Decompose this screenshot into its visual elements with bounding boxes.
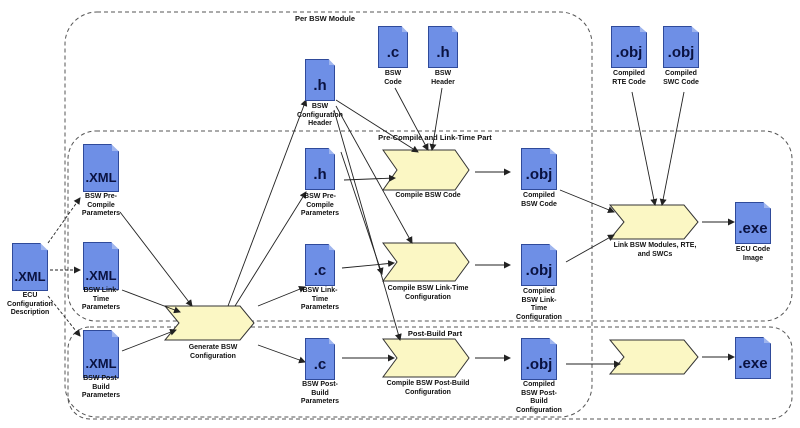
region-label-postbuild: Post-Build Part [407,329,463,338]
region-precompile-linktime [67,130,793,322]
arrow-generate-to-config-header [227,99,308,307]
generate-bsw-configuration-label: Generate BSW Configuration [188,344,238,360]
arrow-configheader-to-compile [335,99,419,153]
process-compile-bsw-postbuild [382,338,470,378]
arrow-bswheader-to-compile [429,87,443,151]
compiled-bsw-label: Compiled BSW Code [521,192,557,208]
compiled-swc-label: Compiled SWC Code [663,70,699,86]
process-postbuild-step [608,339,699,375]
arrow-precompileh-to-linktime [340,151,384,275]
region-label-per-bsw-module: Per BSW Module [294,14,355,23]
process-link-bsw-modules [608,204,699,240]
bsw-postbuild-c-label: BSW Post- Build Parameters [300,381,340,405]
bsw-configuration-header-h-icon: .h [305,59,335,101]
compiled-rte-obj-icon: .obj [611,26,647,68]
bsw-code-label: BSW Code [384,70,402,86]
region-per-bsw-module [64,11,593,418]
arrow-generate-to-precompile-h [234,191,307,307]
process-compile-bsw-code [382,149,470,191]
arrow-compiledbsw-to-link [559,189,615,213]
arrow-bswcode-to-compile [394,87,429,151]
compiled-rte-label: Compiled RTE Code [612,70,646,86]
postbuild-exe-icon: .exe [735,337,771,379]
arrow-linktimec-to-compile [341,260,395,269]
ecu-configuration-label: ECU Configuration Description [7,292,53,316]
bsw-header-label: BSW Header [431,70,455,86]
bsw-precompile-h-label: BSW Pre- Compile Parameters [300,193,340,217]
bsw-header-h-icon: .h [428,26,458,68]
bsw-postbuild-c-icon: .c [305,338,335,380]
ecu-code-image-exe-icon: .exe [735,202,771,244]
process-generate-bsw-configuration [163,305,255,341]
region-label-precompile-linktime: Pre-Compile and Link-Time Part [378,133,492,142]
bsw-linktime-c-label: BSW Link- Time Parameters [300,287,340,311]
compile-bsw-postbuild-label: Compile BSW Post-Build Configuration [386,380,470,396]
bsw-code-c-icon: .c [378,26,408,68]
bsw-linktime-parameters-xml-icon: .XML [83,242,119,290]
compiled-bsw-linktime-label: Compiled BSW Link- Time Configuration [516,288,562,321]
compiled-swc-obj-icon: .obj [663,26,699,68]
bsw-postbuild-parameters-label: BSW Post- Build Parameters [81,375,121,399]
arrow-swc-to-link [659,91,685,206]
compiled-bsw-postbuild-obj-icon: .obj [521,338,557,380]
arrow-linktime-to-generate [121,289,181,314]
link-bsw-modules-label: Link BSW Modules, RTE, and SWCs [613,242,697,258]
ecu-configuration-xml-icon: .XML [12,243,48,291]
region-postbuild [67,326,793,420]
bsw-linktime-parameters-label: BSW Link- Time Parameters [81,287,121,311]
arrow-rte-to-link [631,91,658,206]
arrow-compiledlinktime-to-link [565,234,615,263]
bsw-postbuild-parameters-xml-icon: .XML [83,330,119,378]
arrow-precompileh-to-compile [343,174,396,182]
arrow-configheader-to-linktime [335,105,413,244]
compile-bsw-code-label: Compile BSW Code [395,192,461,199]
process-compile-bsw-linktime [382,242,470,282]
bsw-linktime-c-icon: .c [305,244,335,286]
bsw-precompile-parameters-xml-icon: .XML [83,144,119,192]
arrow-postbuild-to-generate [121,328,177,352]
bsw-precompile-parameters-label: BSW Pre- Compile Parameters [81,193,121,217]
compile-bsw-linktime-label: Compile BSW Link-Time Configuration [387,285,469,301]
compiled-bsw-postbuild-label: Compiled BSW Post- Build Configuration [516,381,562,414]
compiled-bsw-obj-icon: .obj [521,148,557,190]
arrow-generate-to-linktime-c [257,286,306,307]
bsw-precompile-h-icon: .h [305,148,335,190]
arrow-ecu-to-precompile [47,197,81,244]
ecu-code-image-label: ECU Code Image [735,246,771,262]
arrow-configheader-to-postbuild [333,109,402,341]
bsw-configuration-header-label: BSW Configuration Header [297,103,343,127]
arrow-generate-to-postbuild-c [257,344,306,364]
arrow-precompile-to-generate [119,211,193,307]
arrow-ecu-to-postbuild [47,295,81,337]
compiled-bsw-linktime-obj-icon: .obj [521,244,557,286]
